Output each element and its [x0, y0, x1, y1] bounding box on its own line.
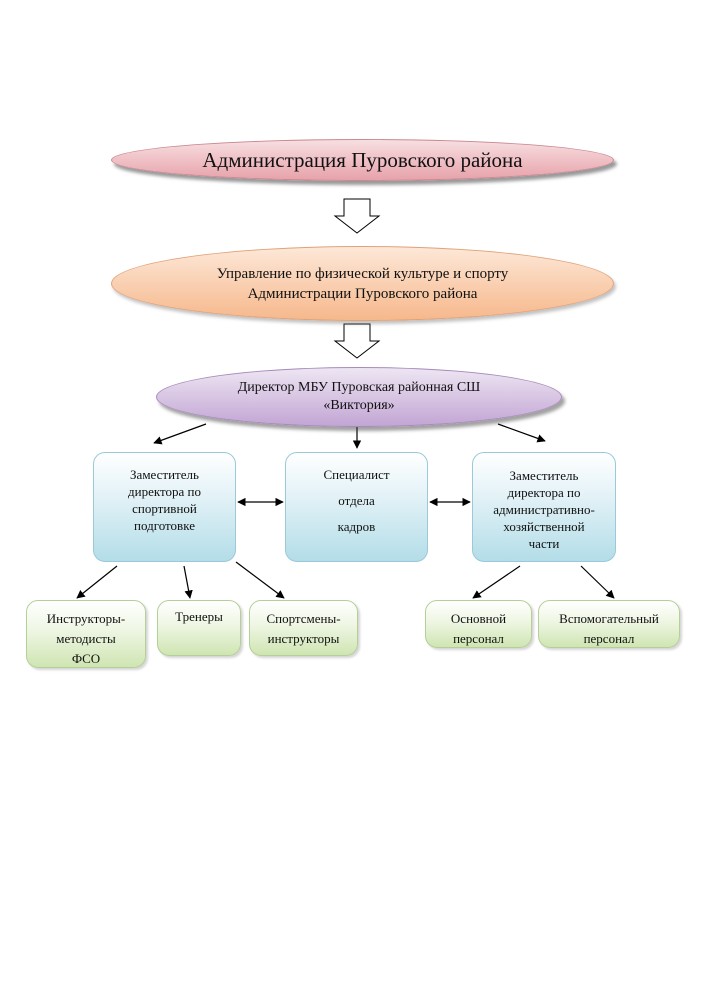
arrow-to-instructors: [76, 565, 118, 599]
node-coaches-label: Тренеры: [175, 609, 223, 624]
node-deputy-admin: Заместитель директора по административно…: [472, 452, 616, 562]
arrow-to-support-staff: [580, 565, 615, 599]
node-athlete-instructors: Спортсмены- инструкторы: [249, 600, 358, 656]
arrow-director-to-deputy-admin: [497, 423, 546, 443]
node-deputy-admin-label: Заместитель директора по административно…: [493, 467, 595, 551]
node-hr-specialist-label: Специалист отдела кадров: [323, 467, 390, 534]
node-department-label: Управление по физической культуре и спор…: [216, 265, 509, 302]
node-support-staff-label: Вспомогательный персонал: [559, 611, 659, 646]
node-hr-specialist: Специалист отдела кадров: [285, 452, 428, 562]
arrow-to-athletes: [235, 561, 285, 599]
arrow-to-main-staff: [472, 565, 521, 599]
node-department: Управление по физической культуре и спор…: [111, 246, 614, 321]
arrow-director-to-deputy-sport: [153, 423, 207, 445]
block-arrow-down-1: [333, 198, 381, 234]
node-director-label: Директор МБУ Пуровская районная СШ «Викт…: [237, 380, 481, 413]
node-director: Директор МБУ Пуровская районная СШ «Викт…: [156, 367, 562, 427]
node-athlete-instructors-label: Спортсмены- инструкторы: [266, 611, 341, 646]
node-administration: Администрация Пуровского района: [111, 139, 614, 181]
block-arrow-down-2: [333, 323, 381, 359]
node-deputy-sport-label: Заместитель директора по спортивной подг…: [128, 467, 201, 533]
node-instructors-methodists: Инструкторы- методисты ФСО: [26, 600, 146, 668]
node-deputy-sport: Заместитель директора по спортивной подг…: [93, 452, 236, 562]
node-coaches: Тренеры: [157, 600, 241, 656]
arrow-to-coaches: [183, 565, 193, 599]
node-support-staff: Вспомогательный персонал: [538, 600, 680, 648]
node-main-staff-label: Основной персонал: [450, 611, 507, 646]
node-administration-label: Администрация Пуровского района: [202, 147, 523, 172]
node-instructors-methodists-label: Инструкторы- методисты ФСО: [46, 611, 126, 666]
node-main-staff: Основной персонал: [425, 600, 532, 648]
